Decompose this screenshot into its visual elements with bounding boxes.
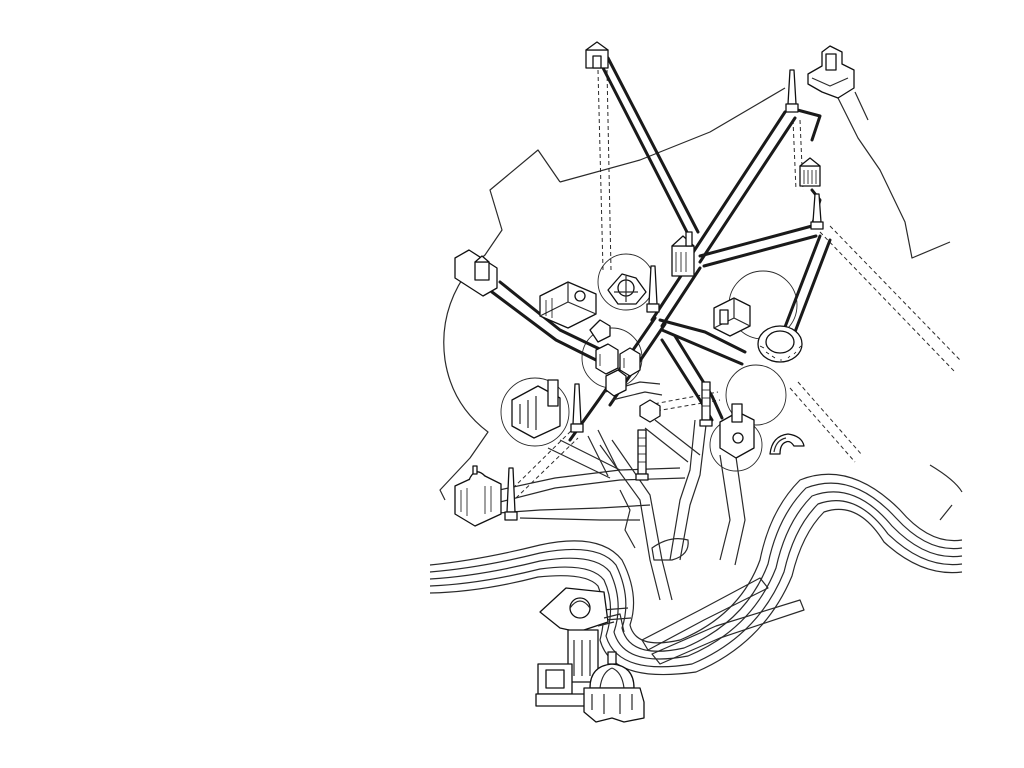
building-block xyxy=(595,343,641,397)
building-block xyxy=(639,399,661,423)
street-network xyxy=(490,56,832,442)
obelisk-icon xyxy=(646,265,660,313)
church-icon xyxy=(671,231,695,277)
city-wall xyxy=(439,87,963,521)
obelisk-icon xyxy=(635,429,649,481)
obelisk-icon xyxy=(570,383,584,433)
st-peters-complex xyxy=(535,587,609,707)
building-block xyxy=(539,281,597,329)
dome-icon xyxy=(454,465,502,527)
church-icon xyxy=(719,403,755,459)
colosseum-icon xyxy=(757,325,803,363)
dome-icon xyxy=(583,651,645,723)
southern-streets xyxy=(469,381,746,601)
church-icon xyxy=(799,157,821,187)
church-icon xyxy=(454,249,498,297)
dome-icon xyxy=(607,273,647,305)
obelisk-icon xyxy=(810,193,824,230)
tiber-river xyxy=(429,473,963,676)
fountain-icon xyxy=(589,319,611,343)
obelisk-icon xyxy=(699,381,713,427)
obelisk-icon xyxy=(785,69,799,113)
obelisk-icon xyxy=(504,467,518,521)
theater-icon xyxy=(769,433,805,455)
church-icon xyxy=(511,379,561,439)
vatican-approach xyxy=(597,613,625,633)
pantheon-icon xyxy=(713,297,751,337)
sight-lines xyxy=(507,69,961,499)
church-icon xyxy=(807,45,855,99)
church-icon xyxy=(585,41,609,69)
